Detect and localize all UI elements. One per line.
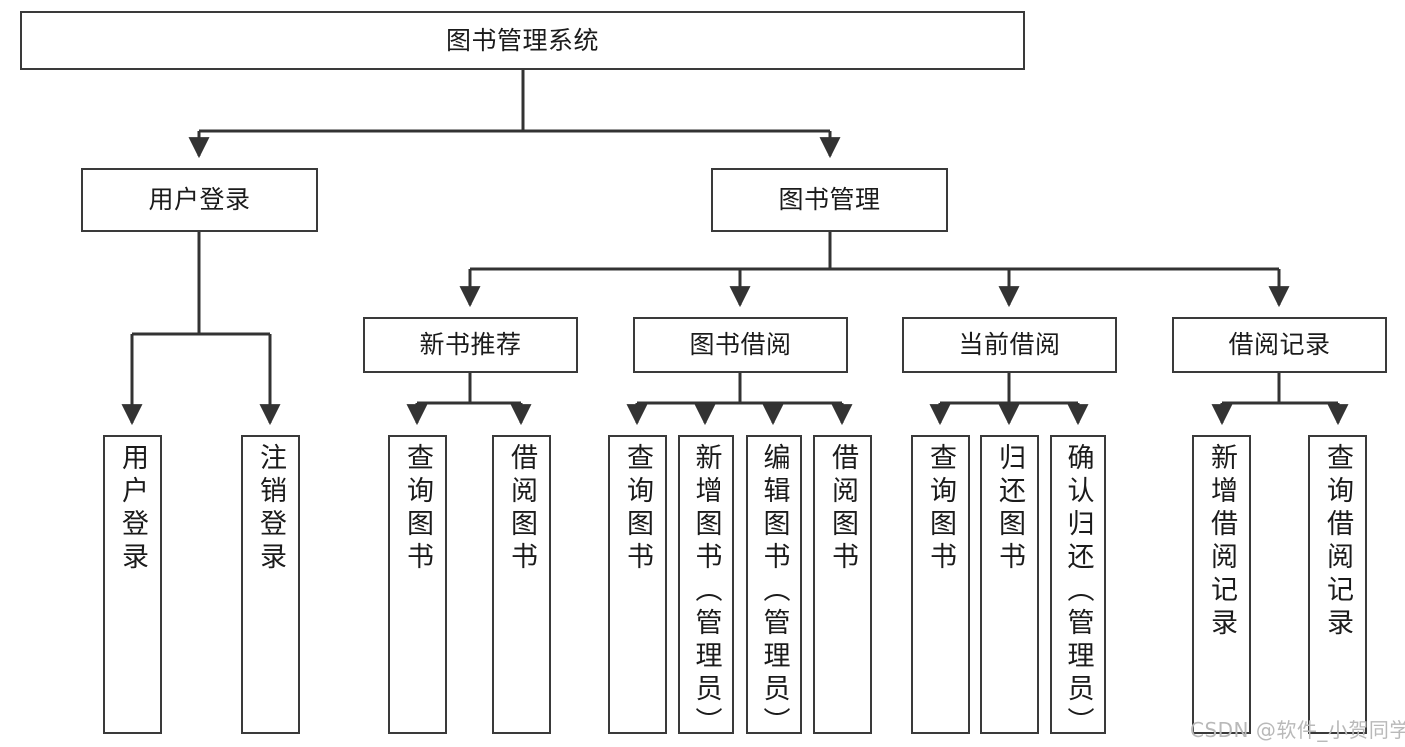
node-leaf-borrow-book-1[interactable]: 借阅图书 bbox=[492, 435, 551, 734]
node-leaf-add-book-label: 新增图书（管理员） bbox=[690, 443, 722, 740]
node-leaf-add-book[interactable]: 新增图书（管理员） bbox=[678, 435, 734, 740]
node-leaf-query-book-1[interactable]: 查询图书 bbox=[388, 435, 447, 734]
node-leaf-user-login-label: 用户登录 bbox=[117, 443, 148, 575]
node-leaf-query-book-3-label: 查询图书 bbox=[925, 443, 956, 575]
node-leaf-logout-label: 注销登录 bbox=[255, 443, 286, 575]
node-leaf-user-login[interactable]: 用户登录 bbox=[103, 435, 162, 734]
node-root[interactable]: 图书管理系统 bbox=[20, 11, 1025, 70]
node-book-borrow[interactable]: 图书借阅 bbox=[633, 317, 848, 373]
node-leaf-edit-book[interactable]: 编辑图书（管理员） bbox=[746, 435, 802, 740]
node-leaf-query-book-2[interactable]: 查询图书 bbox=[608, 435, 667, 734]
node-book-borrow-label: 图书借阅 bbox=[689, 330, 792, 360]
node-leaf-borrow-book-1-label: 借阅图书 bbox=[506, 443, 537, 575]
node-leaf-confirm-return[interactable]: 确认归还（管理员） bbox=[1050, 435, 1106, 740]
node-leaf-query-record[interactable]: 查询借阅记录 bbox=[1308, 435, 1367, 734]
node-book-manage-label: 图书管理 bbox=[778, 185, 881, 215]
node-leaf-query-book-2-label: 查询图书 bbox=[622, 443, 653, 575]
node-user-login-label: 用户登录 bbox=[148, 185, 251, 215]
node-leaf-return-book-label: 归还图书 bbox=[994, 443, 1025, 575]
node-leaf-confirm-return-label: 确认归还（管理员） bbox=[1062, 443, 1094, 740]
node-leaf-return-book[interactable]: 归还图书 bbox=[980, 435, 1039, 734]
node-borrow-record[interactable]: 借阅记录 bbox=[1172, 317, 1387, 373]
node-new-book-recommend-label: 新书推荐 bbox=[419, 330, 522, 360]
node-leaf-query-book-3[interactable]: 查询图书 bbox=[911, 435, 970, 734]
node-root-label: 图书管理系统 bbox=[445, 25, 599, 55]
node-leaf-query-record-label: 查询借阅记录 bbox=[1322, 443, 1353, 641]
node-current-borrow-label: 当前借阅 bbox=[958, 330, 1061, 360]
node-new-book-recommend[interactable]: 新书推荐 bbox=[363, 317, 578, 373]
node-leaf-borrow-book-2-label: 借阅图书 bbox=[827, 443, 858, 575]
node-current-borrow[interactable]: 当前借阅 bbox=[902, 317, 1117, 373]
node-user-login[interactable]: 用户登录 bbox=[81, 168, 318, 232]
node-leaf-borrow-book-2[interactable]: 借阅图书 bbox=[813, 435, 872, 734]
node-leaf-query-book-1-label: 查询图书 bbox=[402, 443, 433, 575]
watermark-text: CSDN @软件_小贺同学 bbox=[1190, 718, 1405, 742]
node-borrow-record-label: 借阅记录 bbox=[1228, 330, 1331, 360]
node-book-manage[interactable]: 图书管理 bbox=[711, 168, 948, 232]
node-leaf-add-record[interactable]: 新增借阅记录 bbox=[1192, 435, 1251, 734]
node-leaf-logout[interactable]: 注销登录 bbox=[241, 435, 300, 734]
node-leaf-add-record-label: 新增借阅记录 bbox=[1206, 443, 1237, 641]
node-leaf-edit-book-label: 编辑图书（管理员） bbox=[758, 443, 790, 740]
